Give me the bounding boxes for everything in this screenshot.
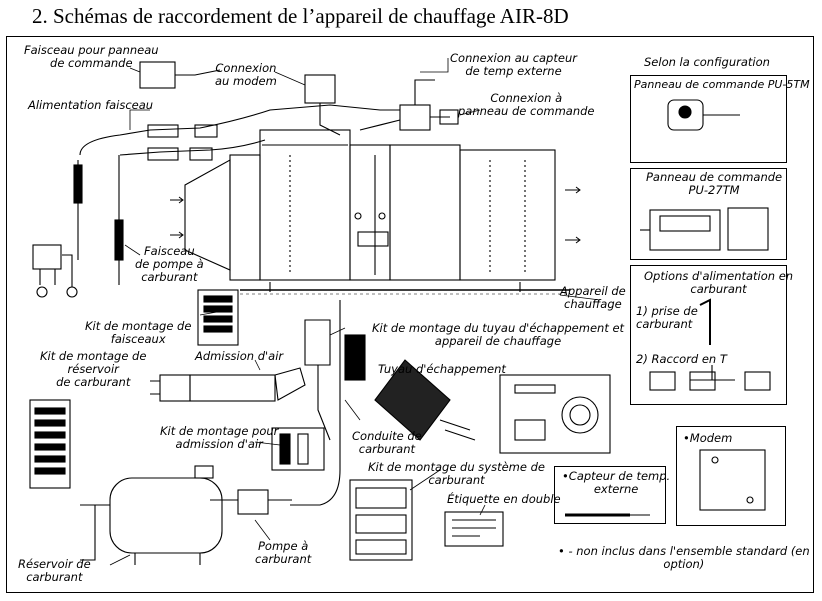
label-modem: •Modem — [683, 431, 733, 445]
exhaust-mounting-kit — [499, 374, 611, 454]
pu5tm-drawing — [667, 99, 740, 131]
fuel-system-kit — [349, 479, 413, 561]
page-title: 2. Schémas de raccordement de l’appareil… — [32, 4, 569, 28]
duplicate-label — [444, 511, 504, 547]
label-note: • - non inclus dans l'ensemble standard … — [558, 544, 810, 571]
heater-unit — [184, 129, 556, 292]
exhaust-intake-assembly — [150, 319, 476, 441]
label-pu5tm: Panneau de commande PU-5TM — [634, 78, 810, 91]
fuel-pump — [210, 489, 292, 515]
label-admission-air: Admission d'air — [195, 349, 284, 363]
fuel-options-drawing — [649, 298, 771, 391]
fuel-options-box — [630, 265, 787, 405]
modem-box — [676, 426, 786, 526]
diagram-frame — [6, 36, 814, 593]
label-etiquette: Étiquette en double — [447, 492, 561, 506]
harness-mounting-kit — [197, 289, 239, 346]
label-alimentation-faisceau: Alimentation faisceau — [28, 98, 154, 112]
top-connectors — [304, 74, 459, 136]
air-flow-arrows — [170, 186, 581, 244]
label-tuyau-echappement: Tuyau d'échappement — [378, 362, 506, 376]
pu27tm-drawing — [640, 207, 769, 251]
pu5tm-box — [630, 75, 787, 163]
leader-lines — [109, 58, 601, 566]
label-raccord-t: 2) Raccord en T — [636, 352, 727, 366]
label-kit-echappement: Kit de montage du tuyau d'échappement et… — [372, 321, 625, 348]
tank-mounting-kit — [29, 399, 71, 489]
modem-drawing — [699, 449, 766, 511]
pu27tm-box — [630, 168, 787, 260]
fuel-tank — [80, 465, 223, 565]
label-capteur-temp: •Capteur de temp.externe — [562, 469, 671, 496]
label-selon-configuration: Selon la configuration — [644, 55, 770, 69]
wiring-harness — [32, 61, 400, 298]
fuel-line — [290, 300, 341, 506]
air-intake-kit — [271, 427, 325, 471]
temp-sensor-box — [554, 466, 666, 524]
